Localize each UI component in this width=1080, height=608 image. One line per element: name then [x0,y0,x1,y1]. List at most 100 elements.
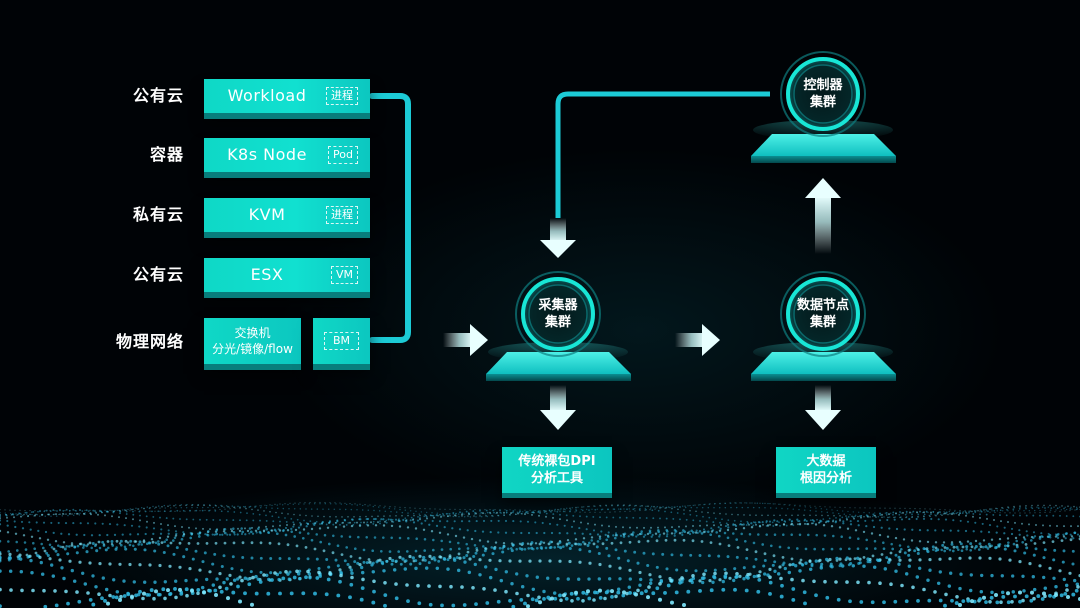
wave-particle [316,508,319,510]
wave-particle [24,510,26,512]
wave-particle [635,535,638,538]
wave-particle [532,511,535,514]
wave-particle [633,505,636,507]
wave-particle [149,510,151,512]
wave-particle [129,508,132,510]
wave-particle [49,510,52,512]
wave-particle [790,522,794,526]
wave-particle [955,595,959,599]
wave-particle [448,555,452,560]
wave-particle [125,517,127,520]
wave-particle [138,589,142,594]
wave-particle [277,542,281,546]
wave-particle [125,509,127,512]
wave-particle [472,510,475,513]
wave-particle [842,510,844,512]
wave-particle [732,578,736,583]
wave-particle [927,598,932,603]
wave-particle [607,531,610,534]
wave-particle [525,574,529,578]
wave-particle [651,552,655,556]
wave-particle [865,538,868,542]
wave-particle [559,509,561,511]
wave-particle [745,524,748,526]
wave-particle [702,530,706,534]
wave-particle [132,518,134,521]
wave-particle [0,604,2,608]
wave-particle [1006,600,1011,605]
wave-particle [1032,587,1037,592]
wave-particle [1019,505,1021,507]
wave-particle [1013,506,1016,509]
wave-particle [17,513,19,516]
wave-particle [704,503,706,505]
wave-particle [208,504,211,506]
source-name: KVM [248,205,286,224]
wave-particle [1043,548,1047,552]
wave-particle [859,600,864,604]
wave-particle [462,556,466,560]
wave-particle [848,599,852,604]
wave-particle [713,571,717,576]
row-label-public-cloud-esx: 公有云 [132,265,184,284]
wave-particle [103,598,107,603]
wave-particle [88,561,92,565]
wave-particle [180,507,182,509]
wave-particle [743,514,745,516]
wave-particle [71,513,73,515]
wave-particle [581,599,585,603]
wave-particle [533,511,535,514]
wave-particle [969,548,973,552]
wave-particle [900,516,902,518]
wave-particle [958,586,962,591]
wave-particle [743,539,747,543]
wave-particle [445,512,448,515]
wave-particle [911,585,915,590]
wave-particle [1070,525,1072,528]
wave-particle [95,511,97,513]
wave-particle [858,561,862,565]
wave-particle [275,532,279,536]
wave-particle [226,533,229,536]
wave-particle [556,542,560,546]
wave-particle [394,506,396,508]
wave-particle [62,576,66,581]
wave-particle [838,557,842,561]
wave-particle [350,571,354,575]
wave-particle [335,521,337,524]
wave-particle [326,577,331,582]
wave-particle [315,557,319,561]
wave-particle [599,516,601,519]
wave-particle [6,531,10,534]
wave-particle [399,562,403,566]
wave-particle [310,527,314,531]
wave-particle [1021,598,1025,603]
wave-particle [874,507,876,509]
wave-particle [780,583,784,588]
wave-particle [246,512,248,514]
wave-particle [899,516,901,519]
wave-particle [769,523,771,526]
wave-particle [167,532,170,535]
wave-particle [57,544,60,547]
wave-particle [315,576,320,580]
wave-particle [115,590,120,594]
wave-particle [915,517,918,521]
wave-particle [1066,595,1070,599]
wave-particle [474,551,478,555]
wave-particle [387,518,390,521]
wave-particle [559,546,563,550]
wave-particle [377,515,379,517]
wave-particle [825,557,829,562]
wave-particle [941,529,945,532]
wave-particle [634,508,636,510]
wave-particle [803,514,805,516]
wave-particle [628,590,632,595]
wave-particle [622,505,625,507]
source-tag: VM [330,266,358,284]
wave-particle [773,560,777,564]
wave-particle [970,510,972,512]
wave-particle [820,511,823,513]
wave-particle [676,512,679,514]
wave-particle [322,508,324,510]
